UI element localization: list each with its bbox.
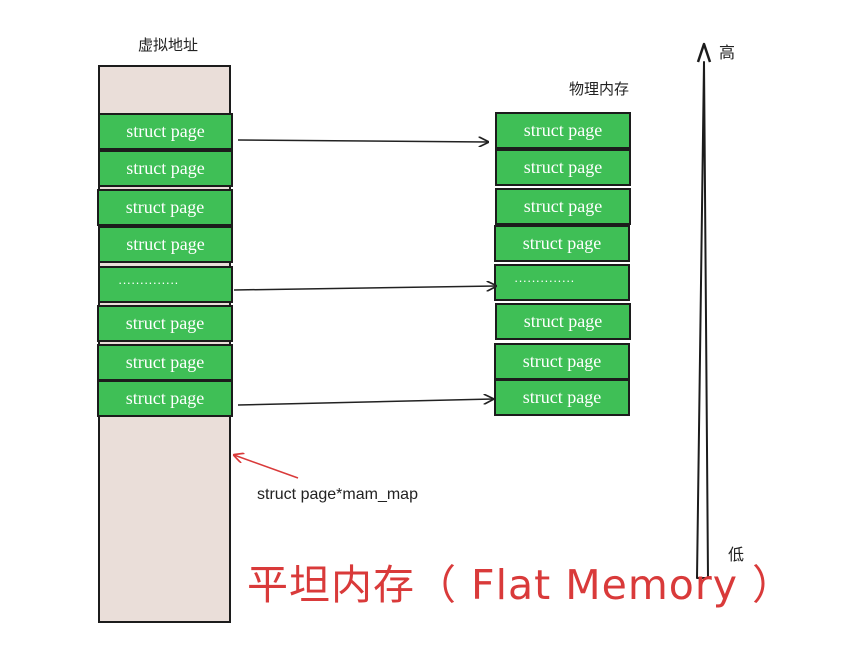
virtual-ellipsis-cell: ·············· — [98, 266, 233, 303]
diagram-title: 平坦内存（ Flat Memory ） — [247, 561, 795, 609]
physical-ellipsis-cell: ·············· — [494, 264, 630, 301]
address-axis-arrowhead — [696, 42, 712, 63]
virtual-address-label: 虚拟地址 — [138, 36, 199, 54]
physical-page-cell: struct page — [494, 225, 630, 262]
address-axis-arrow — [696, 61, 709, 579]
physical-page-cell: struct page — [495, 303, 631, 340]
high-address-label: 高 — [719, 43, 736, 62]
virtual-page-cell: struct page — [97, 305, 233, 342]
physical-page-cell: struct page — [495, 188, 631, 225]
virtual-page-cell: struct page — [98, 150, 233, 187]
virtual-page-cell: struct page — [97, 380, 233, 417]
physical-page-cell: struct page — [495, 149, 631, 186]
virtual-page-cell: struct page — [98, 226, 233, 263]
physical-page-cell: struct page — [495, 112, 631, 149]
mem-map-pointer-arrow — [234, 455, 299, 479]
physical-page-cell: struct page — [494, 379, 630, 416]
mapping-arrow-middle — [233, 286, 496, 290]
mem-map-pointer-label: struct page*mam_map — [257, 486, 418, 503]
physical-memory-label: 物理内存 — [569, 80, 630, 98]
mapping-arrow-top — [237, 140, 488, 142]
virtual-page-cell: struct page — [97, 189, 233, 226]
low-address-label: 低 — [728, 545, 745, 564]
mapping-arrow-bottom — [237, 399, 493, 406]
virtual-page-cell: struct page — [98, 113, 233, 150]
